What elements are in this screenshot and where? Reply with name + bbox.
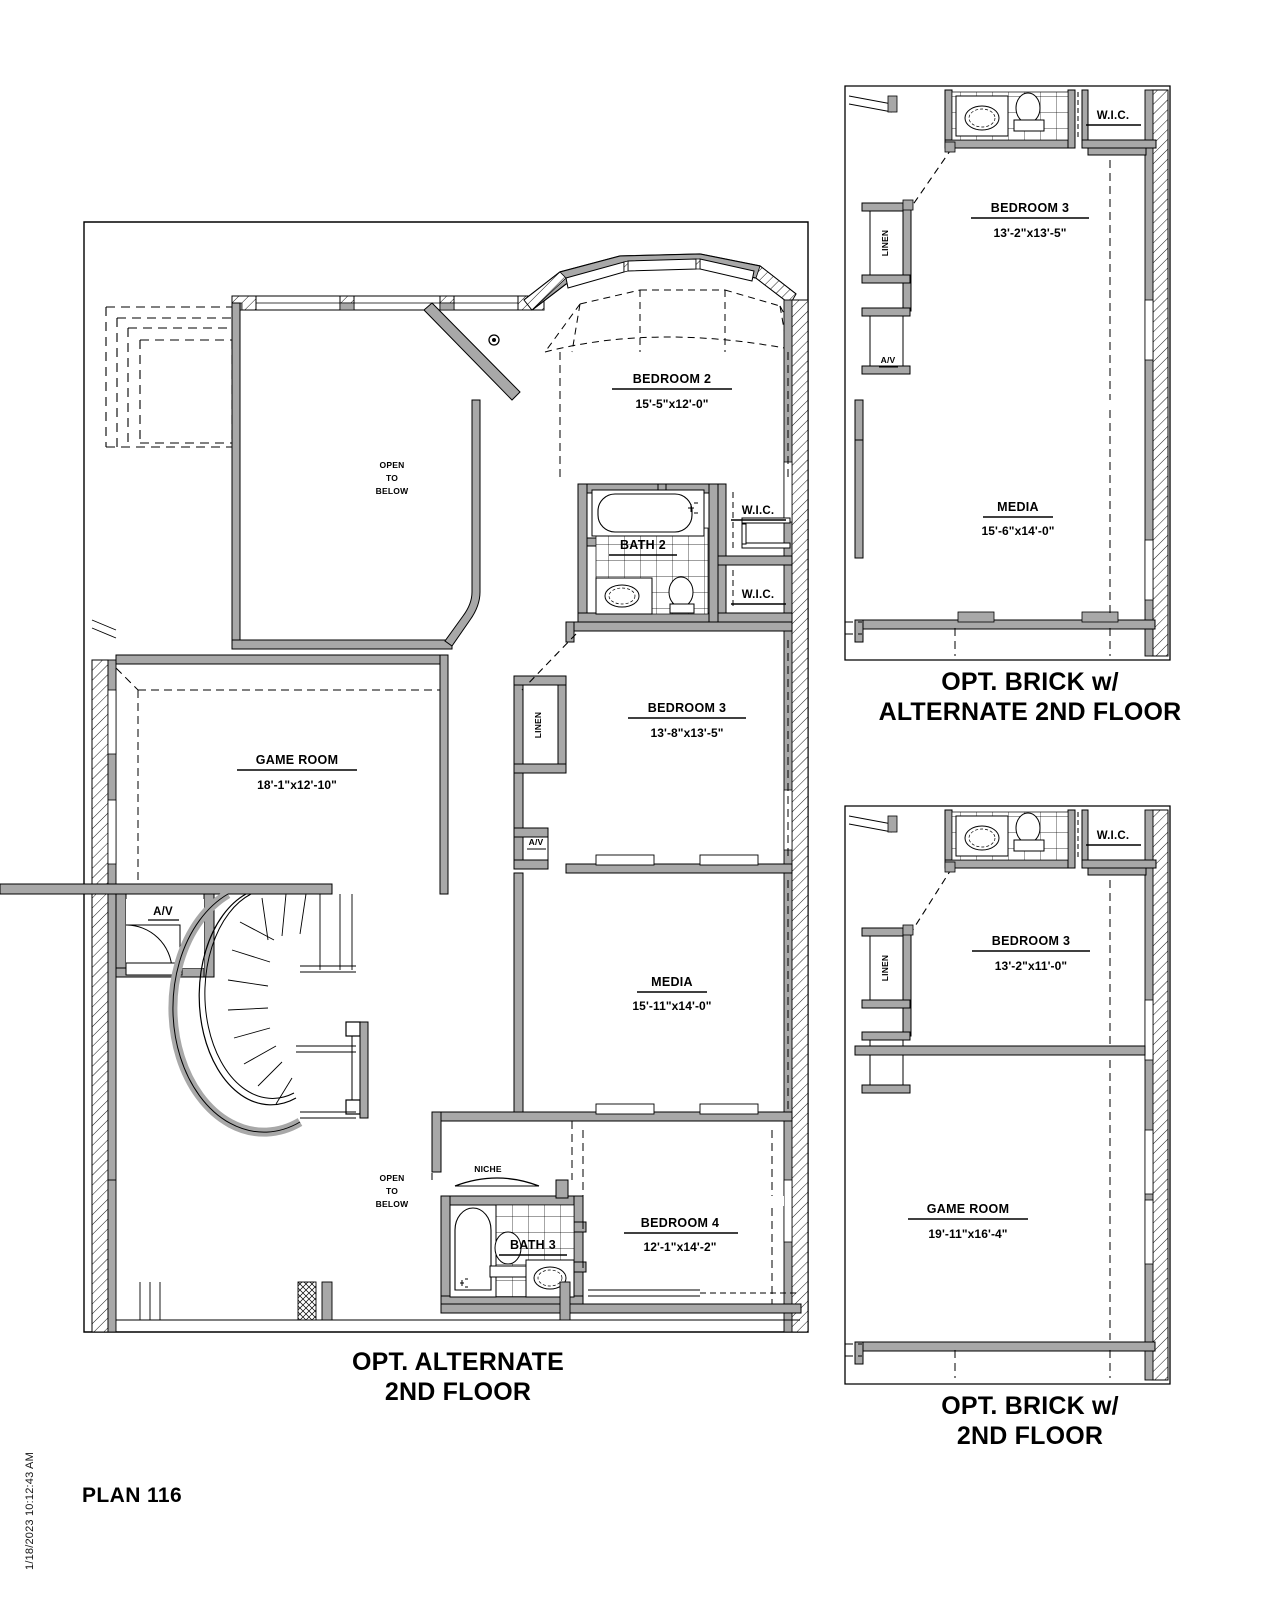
bedroom4-group bbox=[440, 1130, 802, 1314]
room-dim-bedroom4: 12'-1"x14'-2" bbox=[643, 1240, 716, 1254]
br-wic-group bbox=[1087, 867, 1147, 876]
br-linen-label: LINEN bbox=[880, 955, 890, 982]
tr-right-inner-wall bbox=[1144, 89, 1154, 657]
br-room-label-wic: W.I.C. bbox=[1097, 830, 1130, 842]
br-room-dim-bedroom3: 13'-2"x11'-0" bbox=[995, 959, 1067, 973]
bottom-right-labels: BEDROOM 3 13'-2"x11'-0" GAME ROOM 19'-11… bbox=[880, 830, 1141, 1241]
tr-outline bbox=[844, 85, 1171, 661]
gameroom-main-group bbox=[0, 654, 449, 895]
main-plan-caption-line2: 2ND FLOOR bbox=[384, 1377, 532, 1406]
wic-group-main bbox=[717, 483, 793, 623]
top-right-labels: BEDROOM 3 13'-2"x13'-5" MEDIA 15'-6"x14'… bbox=[879, 110, 1141, 538]
tr-dashed-lines bbox=[845, 160, 1111, 656]
tr-room-label-media: MEDIA bbox=[997, 500, 1039, 514]
open-to-below-top-line2: TO bbox=[386, 473, 398, 483]
tr-bath-group bbox=[944, 89, 1157, 149]
tr-right-exterior-wall bbox=[1151, 89, 1169, 657]
room-label-bath2: BATH 2 bbox=[620, 538, 666, 552]
main-plan-labels: BEDROOM 2 15'-5"x12'-0" BATH 2 W.I.C. W.… bbox=[148, 372, 786, 1256]
top-right-caption-line1: OPT. BRICK w/ bbox=[941, 668, 1119, 696]
main-left-window-marks bbox=[91, 619, 117, 1181]
tr-room-label-bedroom3: BEDROOM 3 bbox=[991, 201, 1069, 215]
room-label-media: MEDIA bbox=[651, 975, 693, 989]
open-to-below-bottom-line2: TO bbox=[386, 1186, 398, 1196]
linen-label-main: LINEN bbox=[533, 712, 543, 739]
br-outline bbox=[844, 805, 1171, 1385]
tr-room-label-wic: W.I.C. bbox=[1097, 110, 1130, 122]
br-room-dim-gameroom: 19'-11"x16'-4" bbox=[928, 1227, 1007, 1241]
niche-label: NICHE bbox=[474, 1164, 502, 1174]
room-label-bath3: BATH 3 bbox=[510, 1238, 556, 1252]
staircase-group bbox=[168, 890, 369, 1137]
room-label-bedroom2: BEDROOM 2 bbox=[633, 372, 711, 386]
br-right-inner-wall bbox=[1144, 809, 1154, 1381]
room-dim-media: 15'-11"x14'-0" bbox=[632, 999, 711, 1013]
tr-linen-label: LINEN bbox=[880, 230, 890, 257]
room-label-wic-upper: W.I.C. bbox=[742, 505, 775, 517]
bath2-group bbox=[577, 483, 719, 623]
tr-media-walls bbox=[854, 399, 1156, 643]
room-dim-gameroom: 18'-1"x12'-10" bbox=[257, 778, 337, 792]
main-plan-caption-line1: OPT. ALTERNATE bbox=[351, 1348, 565, 1376]
br-right-exterior-wall bbox=[1151, 809, 1169, 1381]
open-to-below-diagonal bbox=[423, 302, 521, 647]
main-left-exterior-wall bbox=[91, 659, 117, 1333]
bedroom2-bay-window bbox=[523, 253, 806, 353]
plan-number: PLAN 116 bbox=[82, 1484, 183, 1507]
av-label-closet-main: A/V bbox=[153, 906, 173, 918]
room-label-wic-lower: W.I.C. bbox=[742, 589, 775, 601]
timestamp-wrapper: 1/18/2023 10:12:43 AM bbox=[24, 1452, 36, 1571]
br-bath-group bbox=[944, 809, 1157, 869]
main-top-wall bbox=[231, 295, 545, 311]
br-gameroom-walls bbox=[854, 1045, 1156, 1365]
top-right-caption-line2: ALTERNATE 2ND FLOOR bbox=[878, 697, 1182, 726]
top-right-plan-group: BEDROOM 3 13'-2"x13'-5" MEDIA 15'-6"x14'… bbox=[844, 85, 1171, 661]
bottom-right-plan-group: BEDROOM 3 13'-2"x11'-0" GAME ROOM 19'-11… bbox=[844, 805, 1171, 1385]
tr-room-dim-media: 15'-6"x14'-0" bbox=[981, 524, 1054, 538]
media-main-group bbox=[431, 872, 793, 1180]
top-right-plan-caption: OPT. BRICK w/ ALTERNATE 2ND FLOOR bbox=[830, 668, 1230, 727]
open-to-below-top-line1: OPEN bbox=[380, 460, 405, 470]
room-dim-bedroom2: 15'-5"x12'-0" bbox=[635, 397, 708, 411]
br-left-window-mark bbox=[848, 815, 898, 833]
bottom-right-caption-line2: 2ND FLOOR bbox=[956, 1421, 1104, 1450]
bedroom2-dashed bbox=[559, 352, 789, 480]
tr-left-window-mark bbox=[848, 95, 898, 113]
room-label-gameroom: GAME ROOM bbox=[256, 753, 339, 767]
bottom-right-caption-line1: OPT. BRICK w/ bbox=[941, 1392, 1119, 1420]
open-to-below-bottom-line1: OPEN bbox=[380, 1173, 405, 1183]
room-label-bedroom3: BEDROOM 3 bbox=[648, 701, 726, 715]
br-dashed-lines bbox=[845, 880, 1111, 1378]
bedroom3-main-group bbox=[513, 621, 793, 874]
tr-wic-group bbox=[1087, 147, 1147, 156]
room-label-bedroom4: BEDROOM 4 bbox=[641, 1216, 719, 1230]
tr-linen-av-group bbox=[861, 141, 956, 375]
tr-av-label: A/V bbox=[881, 355, 896, 365]
main-plan-caption: OPT. ALTERNATE 2ND FLOOR bbox=[248, 1348, 668, 1407]
open-to-below-bottom-line3: BELOW bbox=[376, 1199, 409, 1209]
open-to-below-top-line3: BELOW bbox=[376, 486, 409, 496]
bottom-right-plan-caption: OPT. BRICK w/ 2ND FLOOR bbox=[830, 1392, 1230, 1451]
main-lower-left-details bbox=[116, 1281, 800, 1321]
print-timestamp: 1/18/2023 10:12:43 AM bbox=[24, 1452, 36, 1570]
av-label-upper-main: A/V bbox=[529, 837, 544, 847]
bath3-group bbox=[440, 1177, 587, 1306]
tr-room-dim-bedroom3: 13'-2"x13'-5" bbox=[993, 226, 1066, 240]
room-dim-bedroom3: 13'-8"x13'-5" bbox=[650, 726, 723, 740]
br-room-label-bedroom3: BEDROOM 3 bbox=[992, 934, 1070, 948]
main-plan-group: BEDROOM 2 15'-5"x12'-0" BATH 2 W.I.C. W.… bbox=[0, 221, 809, 1333]
br-room-label-gameroom: GAME ROOM bbox=[927, 1202, 1010, 1216]
